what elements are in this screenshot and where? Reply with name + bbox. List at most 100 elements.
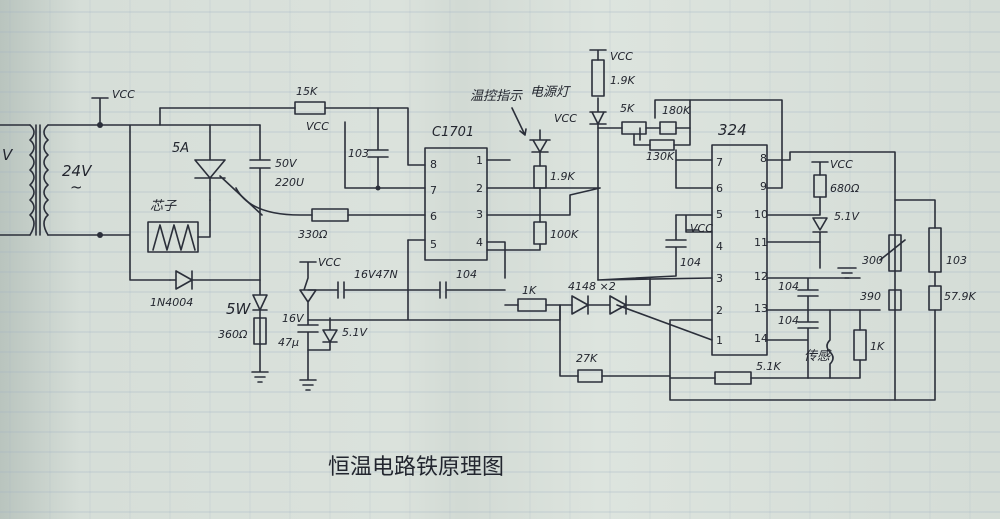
resistor-15k (294, 101, 326, 115)
label-zener-5-1v-b: 5.1V (834, 210, 860, 223)
label-op-amp: 324 (718, 121, 747, 139)
op-pin-6: 6 (716, 182, 723, 195)
vcc-label-2: VCC (306, 120, 329, 133)
op-pin-10: 10 (754, 208, 768, 221)
label-1-9k-a: 1.9K (550, 170, 575, 183)
vcc-label-4: VCC (610, 50, 633, 63)
ic-pin-2: 2 (476, 182, 483, 195)
resistor-103 (928, 227, 942, 273)
label-c104d: 104 (778, 314, 799, 327)
label-680: 680Ω (830, 182, 860, 195)
label-27k: 27K (576, 352, 598, 365)
resistor-330 (311, 208, 349, 222)
label-power-led: 电源灯 (530, 85, 571, 100)
label-1k-b: 1K (870, 340, 885, 353)
op-pin-5: 5 (716, 208, 723, 221)
op-pin-11: 11 (754, 236, 768, 249)
label-c104c: 104 (778, 280, 799, 293)
label-1k: 1K (522, 284, 537, 297)
label-cap47u: 47μ (278, 336, 299, 349)
op-pin-14: 14 (754, 332, 768, 345)
op-pin-1: 1 (716, 334, 723, 347)
op-pin-13: 13 (754, 302, 768, 315)
resistor-390 (888, 289, 902, 311)
heater-element (147, 199, 211, 253)
label-57-9k: 57.9K (944, 290, 976, 303)
op-amp-left-pins: 7 6 5 4 3 2 1 (716, 156, 723, 347)
op-pin-9: 9 (760, 180, 767, 193)
vcc-label-5: VCC (690, 222, 713, 235)
diagram-title: 恒温电路铁原理图 (328, 455, 504, 480)
resistor-5k (621, 121, 647, 135)
ic-pin-3: 3 (476, 208, 483, 221)
left-edge-label: V (2, 146, 14, 164)
resistor-1k (517, 298, 547, 312)
vcc-label-6: VCC (830, 158, 853, 171)
op-pin-3: 3 (716, 272, 723, 285)
resistor-57-9k (928, 285, 942, 311)
label-c103: 103 (348, 147, 369, 160)
label-130k: 130K (646, 150, 675, 163)
diodes-4148 (571, 277, 713, 341)
resistor-360 (253, 317, 267, 345)
resistor-130k (649, 139, 675, 151)
ic-left-pins: 8 7 6 5 (430, 158, 437, 251)
label-c16v47n: 16V47N (354, 268, 398, 281)
label-390: 390 (860, 290, 881, 303)
resistor-1-9k-a (533, 165, 547, 189)
ic-pin-7: 7 (430, 184, 437, 197)
vcc-label-3: VCC (554, 112, 577, 125)
resistor-5-1k (714, 371, 752, 385)
ic-pin-4: 4 (476, 236, 483, 249)
label-360: 360Ω (218, 328, 248, 341)
transformer-tilde: ~ (70, 178, 83, 196)
resistor-100k (533, 221, 547, 245)
label-4148: 4148 ×2 (568, 280, 616, 293)
label-zener-5-1v-a: 5.1V (342, 326, 368, 339)
ic-right-pins: 1 2 3 4 (476, 154, 483, 249)
label-103: 103 (946, 254, 967, 267)
label-led-indicator: 温控指示 (470, 89, 523, 104)
label-100k: 100K (550, 228, 579, 241)
label-15k: 15K (296, 85, 318, 98)
label-5-1k: 5.1K (756, 360, 781, 373)
label-scr: 5A (172, 141, 189, 156)
scr-thyristor (194, 124, 263, 216)
ic-c1701 (424, 147, 488, 261)
op-pin-2: 2 (716, 304, 723, 317)
label-c104a: 104 (456, 268, 477, 281)
label-sensor: 传感 (804, 349, 832, 364)
vcc-label-1: VCC (112, 88, 135, 101)
op-pin-4: 4 (716, 240, 723, 253)
transformer-voltage: 24V (62, 162, 93, 180)
diode-1n4004 (169, 270, 261, 290)
resistor-27k (577, 369, 603, 383)
ic-pin-5: 5 (430, 238, 437, 251)
label-diode: 1N4004 (150, 296, 193, 309)
transformer (0, 124, 101, 236)
op-pin-7: 7 (716, 156, 723, 169)
label-cap-main-val: 220U (275, 176, 304, 189)
op-pin-12: 12 (754, 270, 768, 283)
label-300: 300 (862, 254, 883, 267)
label-180k: 180K (662, 104, 691, 117)
vcc-label-7: VCC (318, 256, 341, 269)
label-cap-main: 50V (275, 157, 298, 170)
label-c104b: 104 (680, 256, 701, 269)
resistor-680 (813, 174, 827, 198)
op-pin-8: 8 (760, 152, 767, 165)
label-cap16: 16V (282, 312, 305, 325)
resistor-180k (659, 121, 677, 135)
resistor-1k-b (853, 329, 867, 361)
resistor-1-9k-b (591, 59, 605, 97)
label-ic: C1701 (432, 125, 474, 140)
ic-pin-6: 6 (430, 210, 437, 223)
label-5w: 5W (226, 300, 252, 318)
label-330: 330Ω (298, 228, 328, 241)
label-1-9k-b: 1.9K (610, 74, 635, 87)
label-5k: 5K (620, 102, 635, 115)
op-amp-324 (711, 144, 768, 356)
